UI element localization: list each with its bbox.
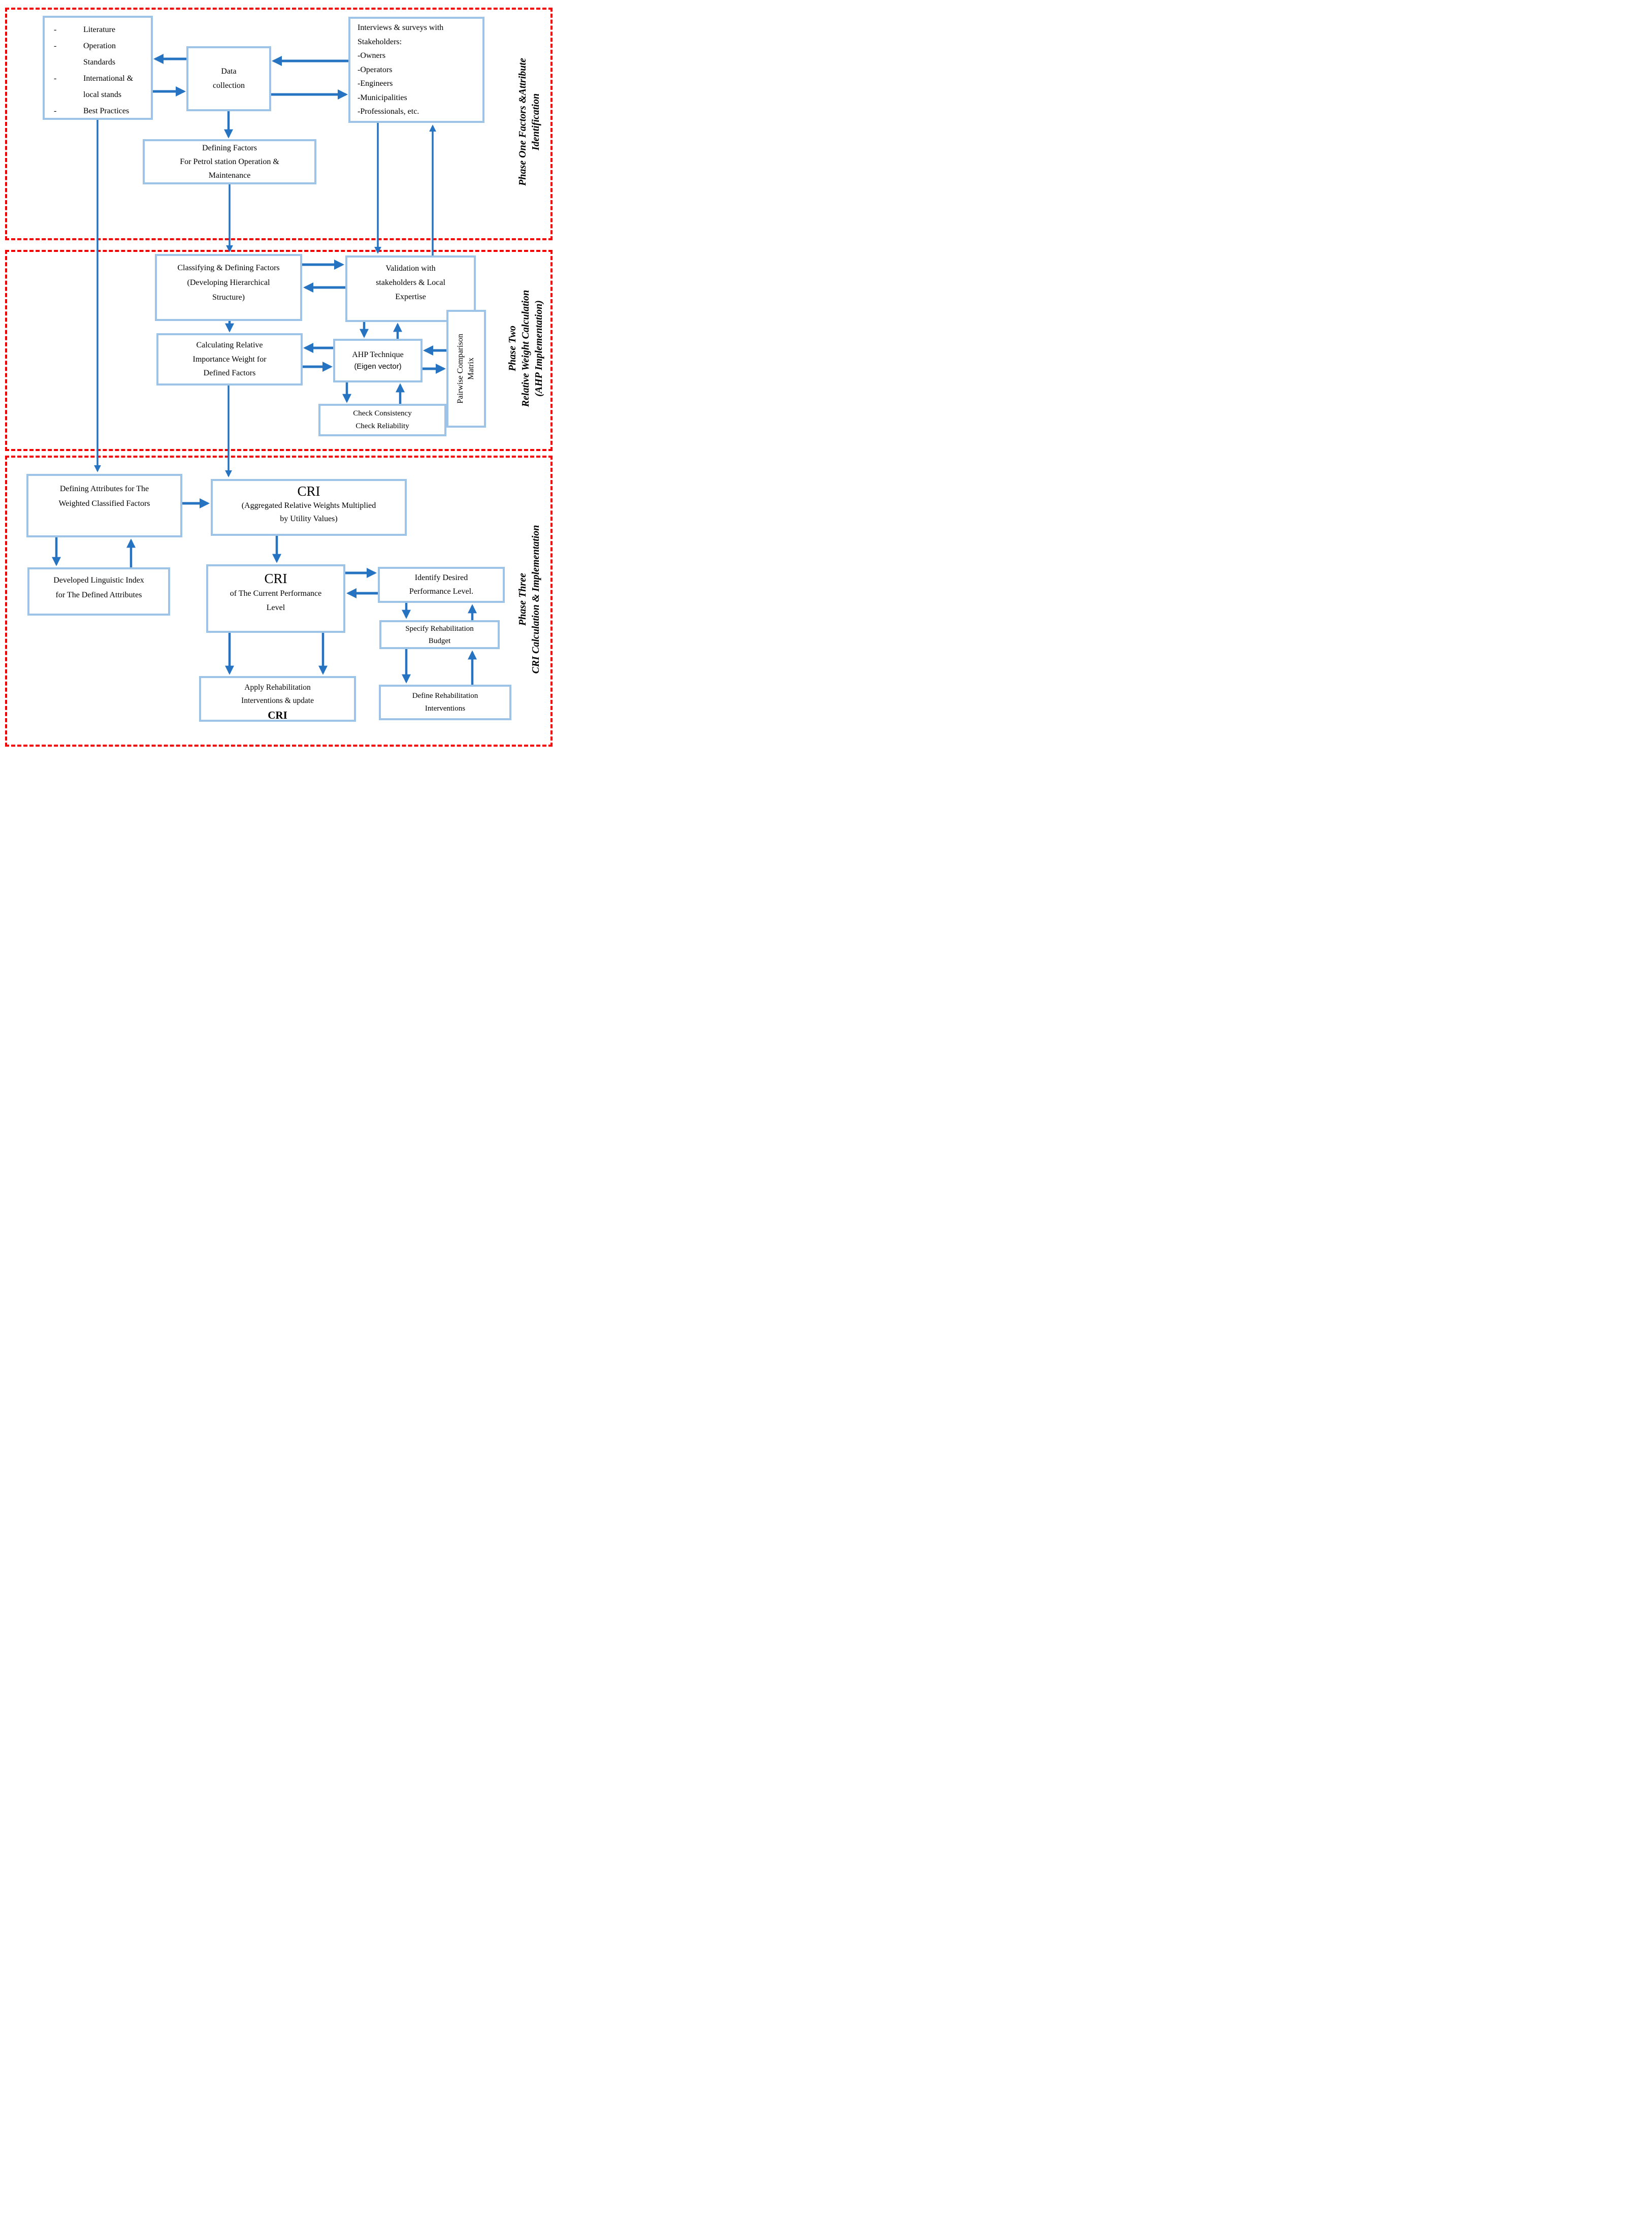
ahp-technique-box: AHP Technique (Eigen vector) (333, 339, 423, 382)
interviews-line: -Municipalities (358, 93, 407, 102)
validation-box: Validation with stakeholders & Local Exp… (345, 255, 476, 322)
specify-budget-text: Specify Rehabilitation Budget (405, 624, 474, 645)
interviews-line: Interviews & surveys with Stakeholders: (358, 23, 444, 46)
define-rehab-text: Define Rehabilitation Interventions (412, 691, 478, 713)
phase-one-label-line: Phase One Factors &Attribute (517, 58, 528, 186)
list-item: - Operation Standards (45, 38, 151, 71)
calculating-weight-box: Calculating Relative Importance Weight f… (156, 333, 303, 386)
phase-two-label-line: Phase Two (507, 326, 518, 371)
phase-one-label: Phase One Factors &Attribute Identificat… (516, 58, 542, 186)
literature-sources-box: - Literature - Operation Standards - Int… (43, 16, 153, 120)
apply-rehab-cri: CRI (268, 709, 287, 721)
phase-two-frame (5, 250, 553, 451)
cri-current-title: CRI (264, 571, 287, 586)
list-item-label: International & local stands (83, 74, 134, 99)
calculating-weight-text: Calculating Relative Importance Weight f… (192, 341, 267, 378)
apply-rehab-text: Apply Rehabilitation Interventions & upd… (241, 683, 314, 705)
interviews-line: -Owners (358, 51, 386, 60)
bullet-dash: - (54, 74, 57, 83)
phase-one-frame (5, 8, 553, 240)
list-item-label: Operation Standards (83, 42, 116, 67)
phase-two-label: Phase Two Relative Weight Calculation (A… (506, 290, 545, 407)
cri-aggregated-box: CRI (Aggregated Relative Weights Multipl… (211, 479, 407, 536)
classifying-factors-box: Classifying & Defining Factors (Developi… (155, 254, 302, 321)
specify-budget-box: Specify Rehabilitation Budget (379, 620, 500, 649)
interviews-line: -Professionals, etc. (358, 107, 419, 116)
list-item-label: Literature (83, 25, 116, 34)
pairwise-matrix-wrap: Pairwise Comparison Matrix (448, 312, 484, 426)
interviews-surveys-box: Interviews & surveys with Stakeholders: … (348, 17, 484, 123)
define-rehab-box: Define Rehabilitation Interventions (379, 685, 511, 720)
defining-attributes-text: Defining Attributes for The Weighted Cla… (58, 485, 150, 508)
phase-two-label-line: Relative Weight Calculation (520, 290, 531, 407)
cri-current-subtitle: of The Current Performance Level (230, 589, 322, 612)
phase-three-label-line: CRI Calculation & Implementation (530, 525, 541, 674)
defining-factors-box: Defining Factors For Petrol station Oper… (143, 139, 316, 184)
list-item-label: Best Practices (83, 107, 129, 115)
list-item: - Literature (45, 22, 151, 38)
ahp-subtitle: (Eigen vector) (354, 362, 402, 371)
list-item: - Best Practices (45, 103, 151, 119)
flowchart-canvas: Phase One Factors &Attribute Identificat… (0, 0, 559, 748)
bullet-dash: - (54, 107, 57, 115)
apply-rehab-box: Apply Rehabilitation Interventions & upd… (199, 676, 356, 722)
data-collection-box: Data collection (186, 46, 271, 111)
data-collection-text: Data collection (212, 67, 245, 90)
phase-three-label: Phase Three CRI Calculation & Implementa… (516, 525, 542, 674)
bullet-dash: - (54, 42, 57, 50)
phase-one-label-line: Identification (530, 93, 541, 151)
identify-desired-text: Identify Desired Performance Level. (409, 573, 474, 596)
cri-current-box: CRI of The Current Performance Level (206, 564, 345, 633)
ahp-title: AHP Technique (352, 350, 404, 359)
check-consistency-box: Check Consistency Check Reliability (318, 404, 446, 436)
defining-attributes-box: Defining Attributes for The Weighted Cla… (26, 474, 182, 537)
phase-two-label-line: (AHP Implementation) (533, 300, 544, 397)
list-item: - International & local stands (45, 71, 151, 103)
defining-factors-text: Defining Factors For Petrol station Oper… (180, 143, 279, 180)
cri-aggregated-title: CRI (297, 484, 320, 499)
linguistic-index-box: Developed Linguistic Index for The Defin… (27, 567, 170, 616)
pairwise-matrix-text: Pairwise Comparison Matrix (456, 334, 475, 404)
identify-desired-box: Identify Desired Performance Level. (378, 567, 505, 603)
phase-three-frame (5, 456, 553, 747)
bullet-dash: - (54, 25, 57, 34)
classifying-factors-text: Classifying & Defining Factors (Developi… (177, 264, 280, 302)
interviews-line: -Engineers (358, 79, 393, 88)
linguistic-index-text: Developed Linguistic Index for The Defin… (53, 576, 144, 599)
phase-three-label-line: Phase Three (517, 573, 528, 626)
pairwise-matrix-box: Pairwise Comparison Matrix (446, 310, 486, 428)
check-consistency-text: Check Consistency Check Reliability (353, 409, 412, 431)
validation-text: Validation with stakeholders & Local Exp… (376, 264, 445, 301)
cri-aggregated-subtitle: (Aggregated Relative Weights Multiplied … (241, 501, 376, 523)
interviews-line: -Operators (358, 65, 393, 74)
